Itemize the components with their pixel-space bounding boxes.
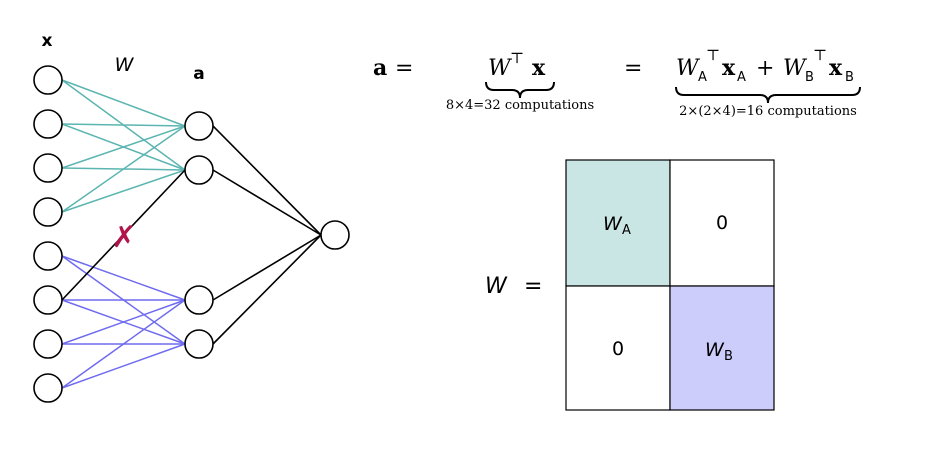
- edge-group-b: [61, 299, 186, 389]
- edges-group-b: [61, 255, 186, 389]
- note-computations-1: 8×4=32 computations: [446, 98, 594, 113]
- input-node: [33, 285, 63, 315]
- edge-group-b: [61, 255, 186, 301]
- block-zero-bottom: [565, 285, 671, 411]
- hidden-label: a: [193, 64, 204, 84]
- edge-group-a: [61, 123, 186, 127]
- weight-label: W: [115, 54, 135, 76]
- input-label: x: [42, 31, 53, 51]
- block-wb-label: W: [705, 339, 725, 361]
- neural-network: ✗ x W a: [33, 31, 350, 403]
- block-zero-top-label: 0: [716, 212, 728, 234]
- block-matrix: W = W A 0 0 W B: [485, 159, 775, 411]
- term2-WA-transpose: ⊤: [706, 46, 720, 64]
- input-node: [33, 65, 63, 95]
- input-node: [33, 241, 63, 271]
- hidden-node: [184, 285, 214, 315]
- block-wa: [565, 159, 671, 287]
- term1-transpose: ⊤: [510, 49, 524, 67]
- input-node: [33, 329, 63, 359]
- matrix-lhs-W: W: [485, 274, 508, 299]
- removed-connection-mark: ✗: [111, 220, 136, 255]
- term2-xA: x: [722, 55, 736, 81]
- input-node: [33, 373, 63, 403]
- matrix-equals: =: [524, 274, 542, 299]
- edge-group-a: [61, 169, 186, 213]
- term2-xB-sub: B: [845, 70, 854, 85]
- nodes: [33, 65, 350, 403]
- term2-xB: x: [829, 55, 843, 81]
- edge-output: [212, 169, 322, 236]
- edge-output: [212, 125, 322, 236]
- term2-WB-sub: B: [805, 70, 814, 85]
- term2-WA-sub: A: [698, 70, 707, 85]
- hidden-node: [184, 155, 214, 185]
- term2-WB-transpose: ⊤: [813, 46, 827, 64]
- equation-lhs: a: [373, 55, 387, 81]
- hidden-node: [184, 111, 214, 141]
- edge-group-b: [61, 299, 186, 345]
- edges-group-a: [61, 79, 186, 213]
- block-wa-sub: A: [622, 223, 631, 238]
- block-wb: [669, 285, 775, 411]
- hidden-node: [184, 329, 214, 359]
- edge-group-b: [61, 343, 186, 389]
- term2-plus: +: [756, 56, 774, 81]
- underbrace-1: [485, 81, 555, 99]
- edge-output: [212, 234, 322, 301]
- edge-output: [212, 234, 322, 345]
- block-zero-top: [669, 159, 775, 287]
- equation-equals-2: =: [624, 56, 642, 81]
- note-computations-2: 2×(2×4)=16 computations: [679, 104, 857, 119]
- block-zero-bottom-label: 0: [612, 338, 624, 360]
- edge-removed: [61, 169, 186, 301]
- term2-WA: W: [676, 56, 701, 81]
- block-wb-sub: B: [724, 349, 733, 364]
- equation: a = W ⊤ x 8×4=32 computations = W A ⊤ x …: [373, 46, 861, 119]
- input-node: [33, 109, 63, 139]
- output-node: [320, 220, 350, 250]
- edge-group-a: [61, 125, 186, 169]
- equation-equals-1: =: [395, 56, 413, 81]
- term2-xA-sub: A: [737, 70, 746, 85]
- edges-output: [61, 125, 322, 345]
- block-wa-label: W: [603, 213, 623, 235]
- edge-group-a: [61, 79, 186, 127]
- input-node: [33, 153, 63, 183]
- term2-WB: W: [783, 56, 808, 81]
- term1-W: W: [488, 56, 513, 81]
- term1-x: x: [532, 55, 546, 81]
- edge-group-a: [61, 125, 186, 213]
- input-node: [33, 197, 63, 227]
- underbrace-2: [675, 86, 861, 104]
